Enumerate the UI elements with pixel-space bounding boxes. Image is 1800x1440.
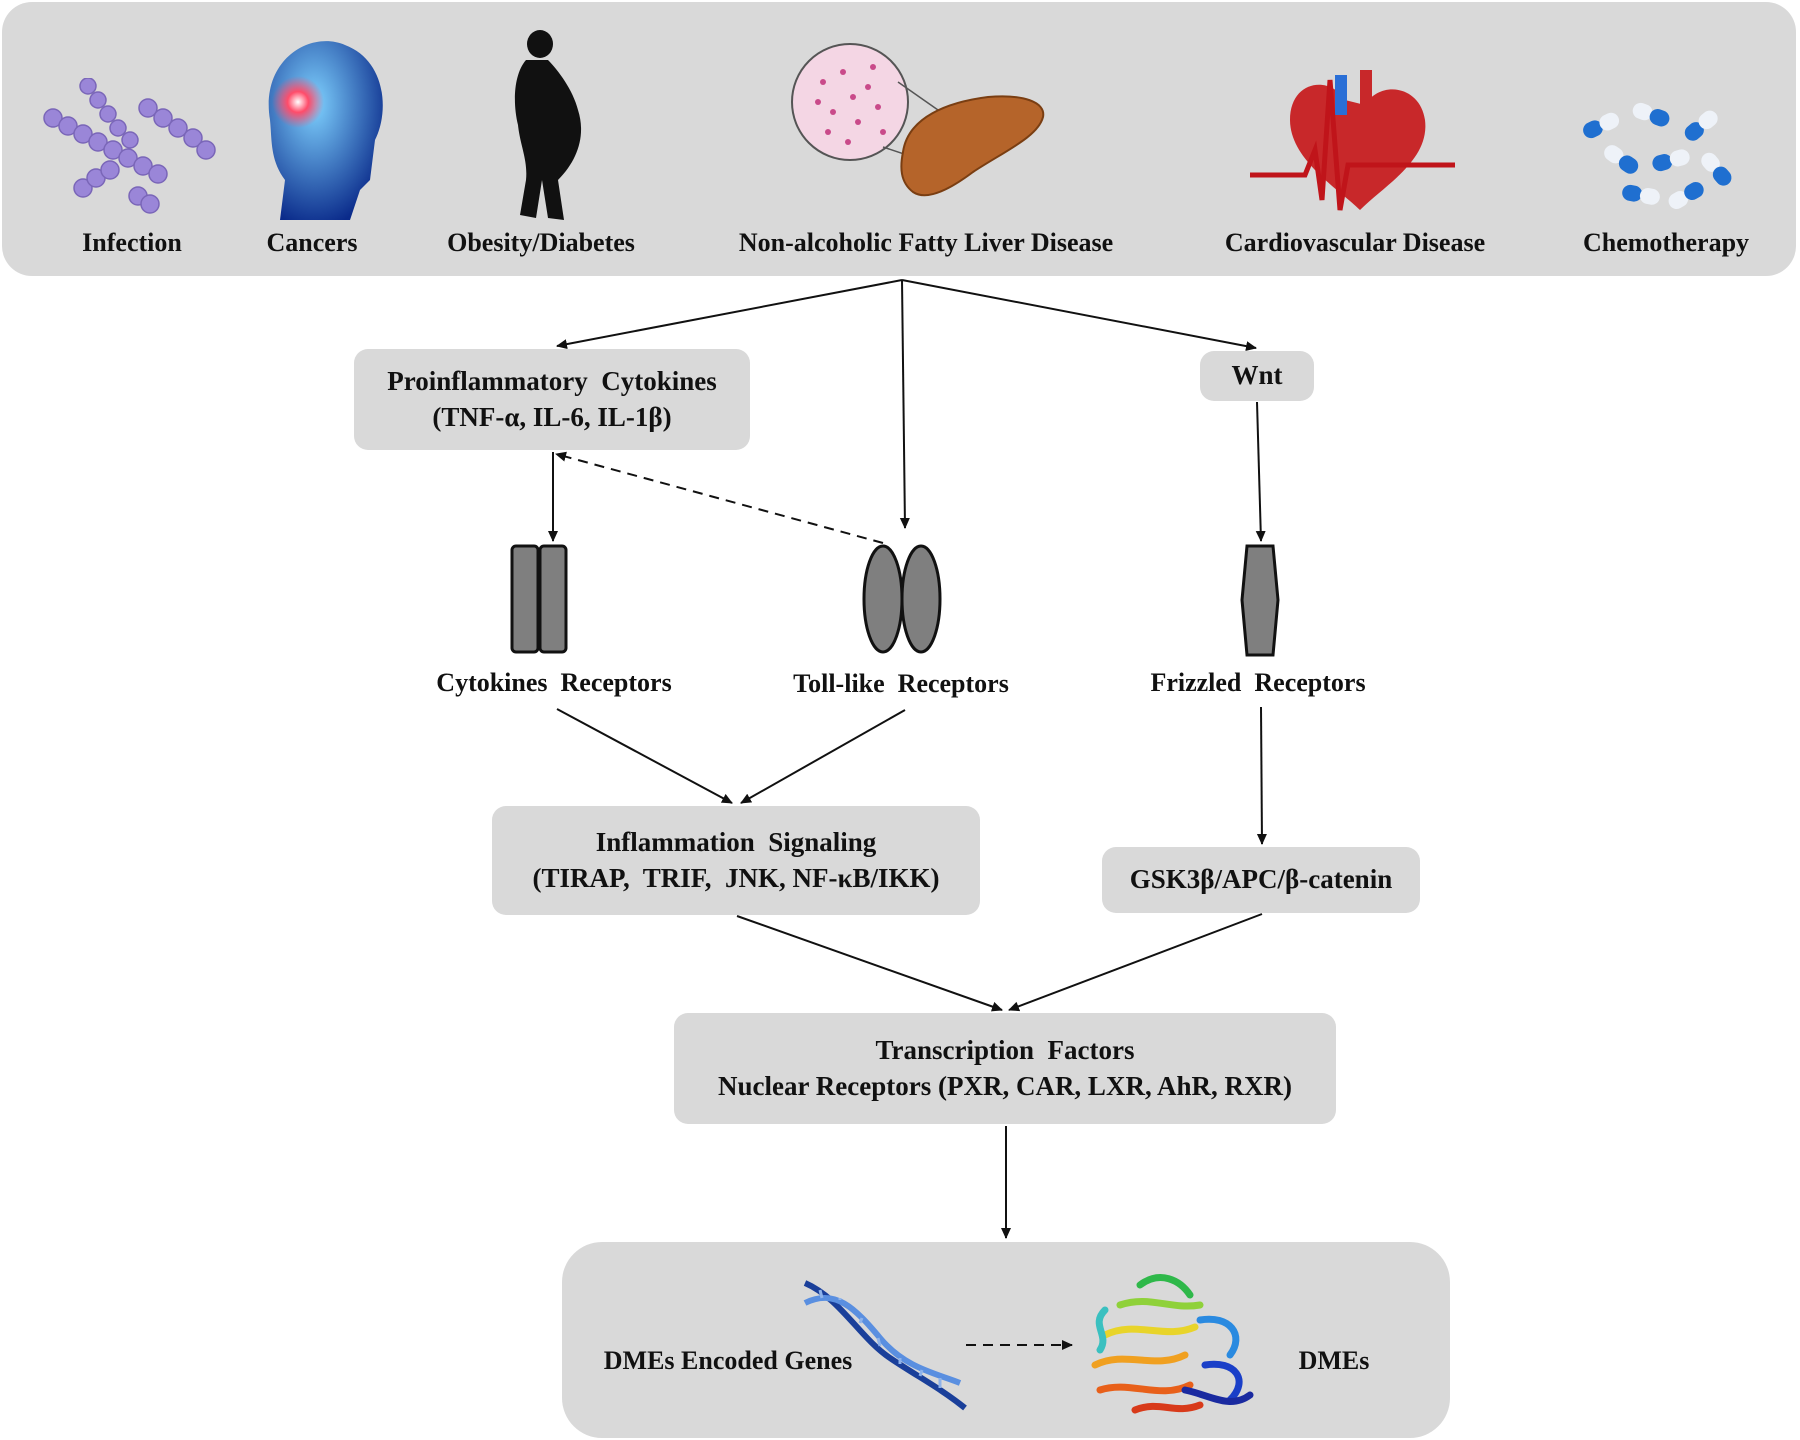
obese-person-silhouette-icon [514,30,582,220]
dme-encoded-genes-label: DMEs Encoded Genes [603,1346,853,1375]
arrow-cytokine-receptors-to-inflammation [556,708,733,804]
toll-like-receptor-icon [862,544,942,654]
cytokines-title: Proinflammatory Cytokines [387,366,717,397]
arrow-inflammation-to-transcription [736,915,1003,1012]
inflammation-list: (TIRAP, TRIF, JNK, NF-κB/IKK) [532,862,940,893]
cause-label-cancers: Cancers [266,228,358,257]
proinflammatory-cytokines-box: Proinflammatory Cytokines (TNF-α, IL-6, … [354,349,750,450]
dna-helix-icon [803,1280,967,1411]
gsk-label: GSK3β/APC/β-catenin [1129,864,1393,895]
inflammation-signaling-box: Inflammation Signaling (TIRAP, TRIF, JNK… [492,806,980,915]
arrow-wnt-to-frizzled [1255,401,1266,542]
arrow-nafld-to-wnt [901,279,1257,352]
fatty-liver-histology-icon [791,43,1045,197]
cytokines-list: (TNF-α, IL-6, IL-1β) [432,401,672,432]
cause-label-chemotherapy: Chemotherapy [1582,228,1750,257]
brain-tumor-head-icon [268,41,383,220]
toll-like-receptors-label: Toll-like Receptors [793,669,1009,698]
cause-label-nafld: Non-alcoholic Fatty Liver Disease [738,228,1114,257]
arrow-toll-to-cytokines-dashed [555,451,884,544]
bacteria-chain-icon [43,78,216,214]
capsules-icon [1583,102,1732,209]
inflammation-title: Inflammation Signaling [595,827,877,858]
transcription-title: Transcription Factors [875,1035,1135,1066]
cytokine-receptors-label: Cytokines Receptors [436,668,672,697]
arrow-nafld-to-cytokines [556,279,903,350]
transcription-factors-box: Transcription Factors Nuclear Receptors … [674,1013,1336,1124]
heart-ecg-icon [1250,70,1455,211]
arrow-frizzled-to-gsk [1256,706,1267,845]
cytokine-receptor-icon [510,544,568,654]
gsk3b-apc-catenin-box: GSK3β/APC/β-catenin [1102,847,1420,913]
dme-panel [562,1242,1450,1438]
arrow-nafld-to-toll [899,279,910,529]
frizzled-receptors-label: Frizzled Receptors [1150,668,1366,697]
protein-structure-icon [1091,1274,1254,1414]
nuclear-receptors-list: Nuclear Receptors (PXR, CAR, LXR, AhR, R… [718,1070,1292,1101]
cause-label-infection: Infection [82,228,182,257]
frizzled-receptor-icon [1240,544,1280,657]
cause-label-obesity-diabetes: Obesity/Diabetes [447,228,635,257]
arrow-gsk-to-transcription [1008,913,1263,1012]
cause-label-cardiovascular: Cardiovascular Disease [1224,228,1486,257]
dmes-label: DMEs [1298,1346,1370,1375]
wnt-label: Wnt [1231,360,1283,391]
wnt-box: Wnt [1200,351,1314,401]
arrow-toll-receptors-to-inflammation [740,709,906,804]
